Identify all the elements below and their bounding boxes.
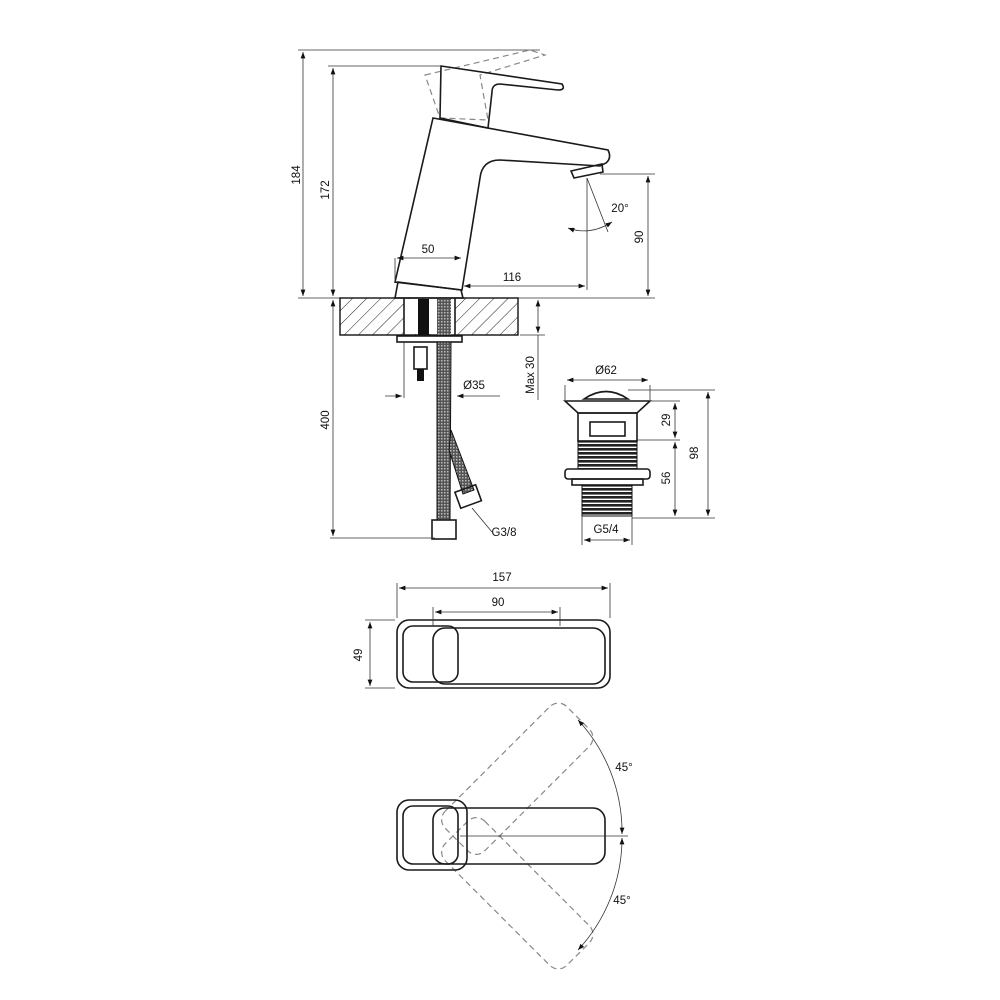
- dim-top-length: 157: [492, 572, 511, 584]
- angle-down-label: 45°: [613, 895, 630, 907]
- dim-drain-diameter: Ø62: [595, 365, 617, 377]
- faucet-top-view: 157 90 49: [353, 572, 611, 689]
- dim-counter-max: Max 30: [525, 356, 537, 394]
- angle-up-label: 45°: [615, 762, 632, 774]
- dim-top-lever: 90: [492, 597, 505, 609]
- drain-view: Ø62 29 56 98 G5/4: [562, 365, 715, 545]
- dim-top-width: 49: [353, 649, 365, 662]
- dim-drain-upper: 29: [661, 414, 673, 427]
- dim-spout-angle: 20°: [611, 203, 628, 215]
- faucet-side-view: 184 172 50 116 90 20° Max 30 Ø35 400 G3/…: [291, 49, 655, 540]
- dim-base-width: 50: [422, 244, 435, 256]
- faucet-rotation-view: 45° 45°: [396, 702, 633, 970]
- dim-body-height: 172: [320, 180, 332, 199]
- dim-drain-total: 98: [689, 447, 701, 460]
- dim-hole: Ø35: [463, 380, 485, 392]
- dim-spout-height: 90: [634, 231, 646, 244]
- dim-spout-reach: 116: [503, 272, 521, 284]
- drain-thread-label: G5/4: [594, 524, 620, 536]
- dim-drain-lower: 56: [661, 472, 673, 485]
- dim-total-height: 184: [291, 165, 303, 185]
- hose-thread-label: G3/8: [492, 527, 517, 539]
- dim-hose-length: 400: [320, 410, 332, 429]
